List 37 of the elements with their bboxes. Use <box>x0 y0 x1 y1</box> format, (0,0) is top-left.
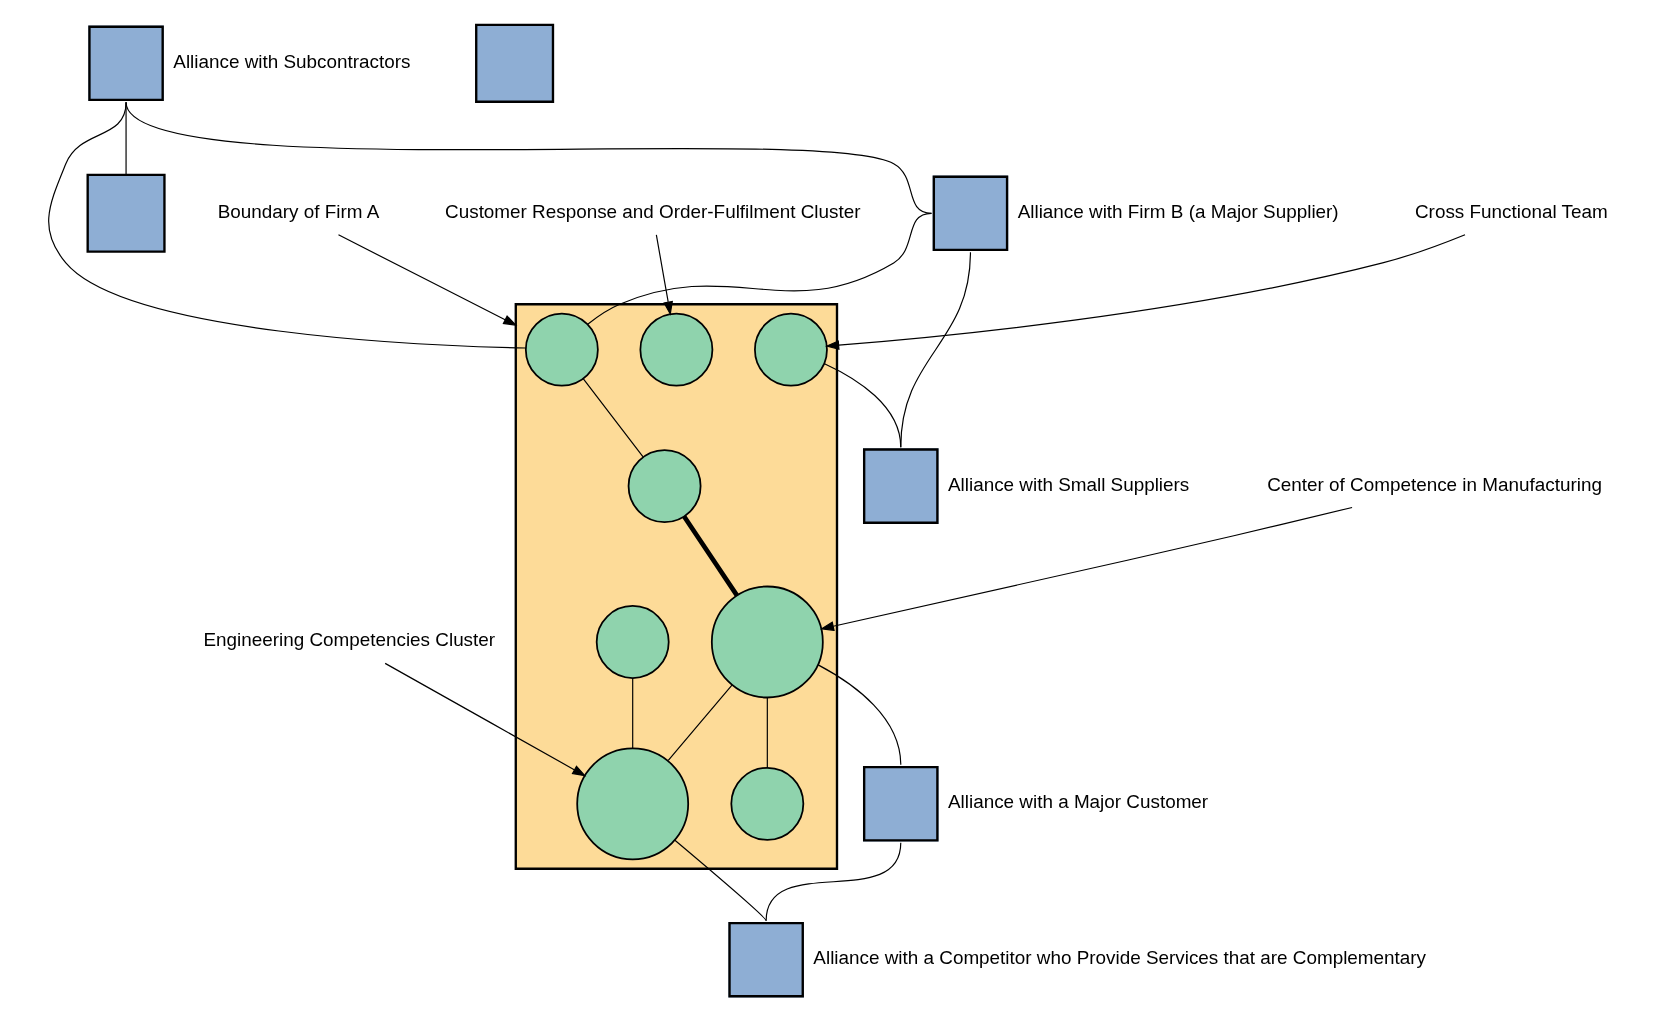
node-text: Center of Competence in Manufacturing <box>1266 473 1602 495</box>
node-text: Customer Response and Order-Fulfilment Cluster <box>444 200 860 222</box>
arrow <box>655 233 673 316</box>
connector <box>765 841 901 921</box>
connector <box>673 839 767 921</box>
node-label: Alliance with Small Suppliers <box>947 473 1189 495</box>
connector <box>582 377 644 457</box>
arrow <box>819 506 1353 631</box>
node-circle <box>710 585 824 698</box>
node-circle <box>753 312 828 387</box>
node-label: Alliance with Firm B (a Major Supplier) <box>1017 200 1339 222</box>
node-text: Cross Functional Team <box>1414 200 1608 222</box>
arrow <box>824 233 1466 350</box>
node-label: Alliance with Subcontractors <box>172 50 410 72</box>
node-circle <box>595 604 670 679</box>
connector <box>681 514 739 597</box>
connector <box>766 696 768 768</box>
connector <box>586 212 932 325</box>
node-circle <box>639 312 713 387</box>
connector <box>124 101 127 175</box>
connector <box>899 251 971 448</box>
connector <box>124 101 932 214</box>
node-circle <box>524 312 599 387</box>
node-circle <box>627 448 701 523</box>
node-text: Boundary of Firm A <box>217 200 379 222</box>
connector <box>631 677 633 749</box>
node-text: Engineering Competencies Cluster <box>202 628 495 650</box>
node-circle <box>575 746 689 860</box>
connector <box>667 684 733 761</box>
node-circle <box>729 766 804 841</box>
node-label: Alliance with a Competitor who Provide Services that are Complementary <box>812 946 1426 968</box>
node-box <box>474 23 554 103</box>
arrow <box>384 662 586 777</box>
connector <box>47 101 526 349</box>
arrow <box>337 233 517 326</box>
node-box <box>86 173 166 253</box>
node-label: Alliance with a Major Customer <box>947 790 1208 812</box>
